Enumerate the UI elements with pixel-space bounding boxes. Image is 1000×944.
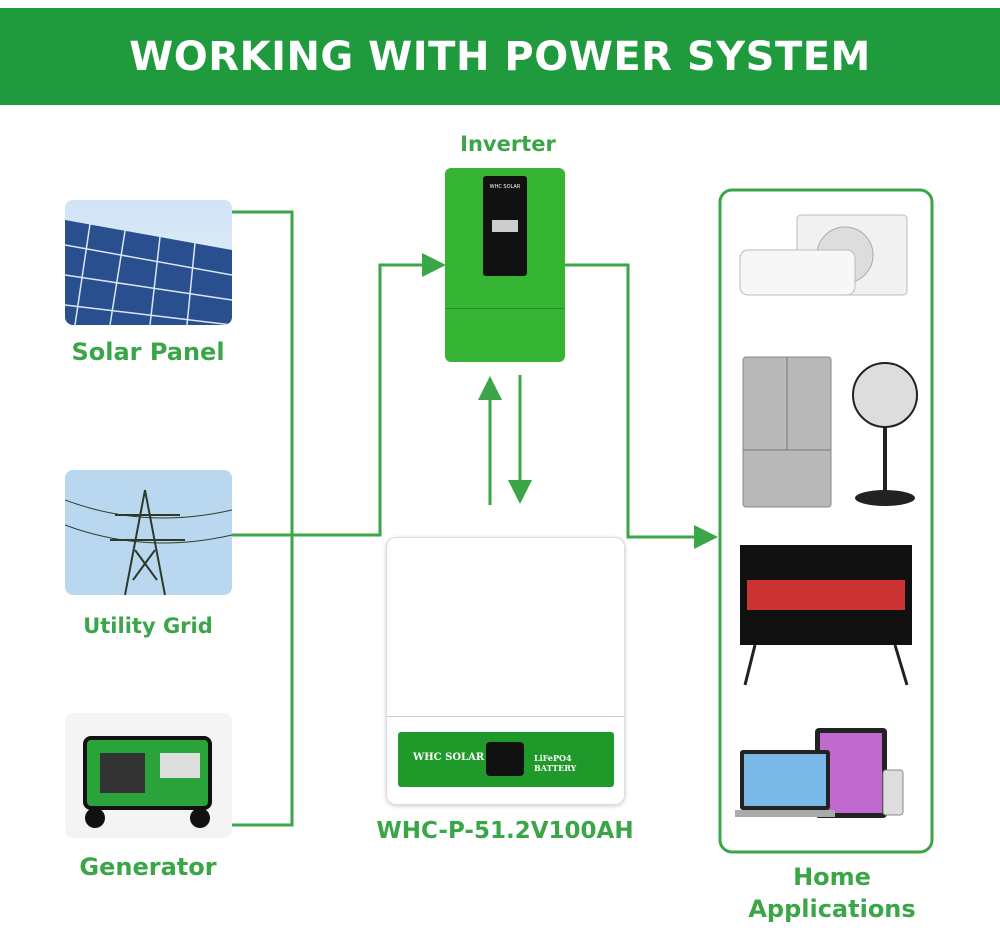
devices-icon	[735, 728, 904, 818]
refrigerator-icon	[742, 356, 832, 508]
appliances-images	[735, 214, 918, 818]
battery-brand: WHC SOLAR	[413, 752, 485, 763]
inverter-label: Inverter	[460, 132, 556, 156]
battery-model-label: WHC-P-51.2V100AH	[376, 818, 634, 844]
inverter-divider	[445, 308, 565, 309]
source-bus-line	[232, 210, 294, 827]
page-title: WORKING WITH POWER SYSTEM	[129, 33, 871, 80]
header-banner: WORKING WITH POWER SYSTEM	[0, 8, 1000, 105]
home-applications-box	[718, 188, 934, 854]
battery-label-strip: WHC SOLAR LiFePO4 BATTERY	[398, 732, 614, 787]
battery-divider	[387, 716, 624, 717]
inverter-display	[492, 220, 518, 232]
grid-to-inverter-arrow	[232, 253, 446, 537]
fan-icon	[852, 362, 918, 506]
battery-device: WHC SOLAR LiFePO4 BATTERY	[386, 537, 625, 805]
solar-panel-image	[65, 200, 232, 325]
generator-label: Generator	[79, 853, 217, 881]
battery-indicator	[486, 742, 524, 776]
generator-image	[65, 713, 232, 838]
inverter-panel: WHC SOLAR	[483, 176, 527, 276]
inverter-device: WHC SOLAR	[445, 168, 565, 362]
inverter-to-loads-arrow	[565, 263, 718, 549]
home-applications-label-line2: Applications	[748, 895, 916, 923]
utility-grid-image	[65, 470, 232, 595]
battery-type: LiFePO4 BATTERY	[534, 753, 577, 773]
solar-panel-label: Solar Panel	[71, 338, 225, 366]
home-applications-label-line1: Home	[793, 863, 871, 891]
television-icon	[740, 545, 912, 686]
air-conditioner-icon	[739, 214, 908, 296]
utility-grid-label: Utility Grid	[83, 614, 213, 638]
inverter-brand: WHC SOLAR	[489, 184, 521, 190]
